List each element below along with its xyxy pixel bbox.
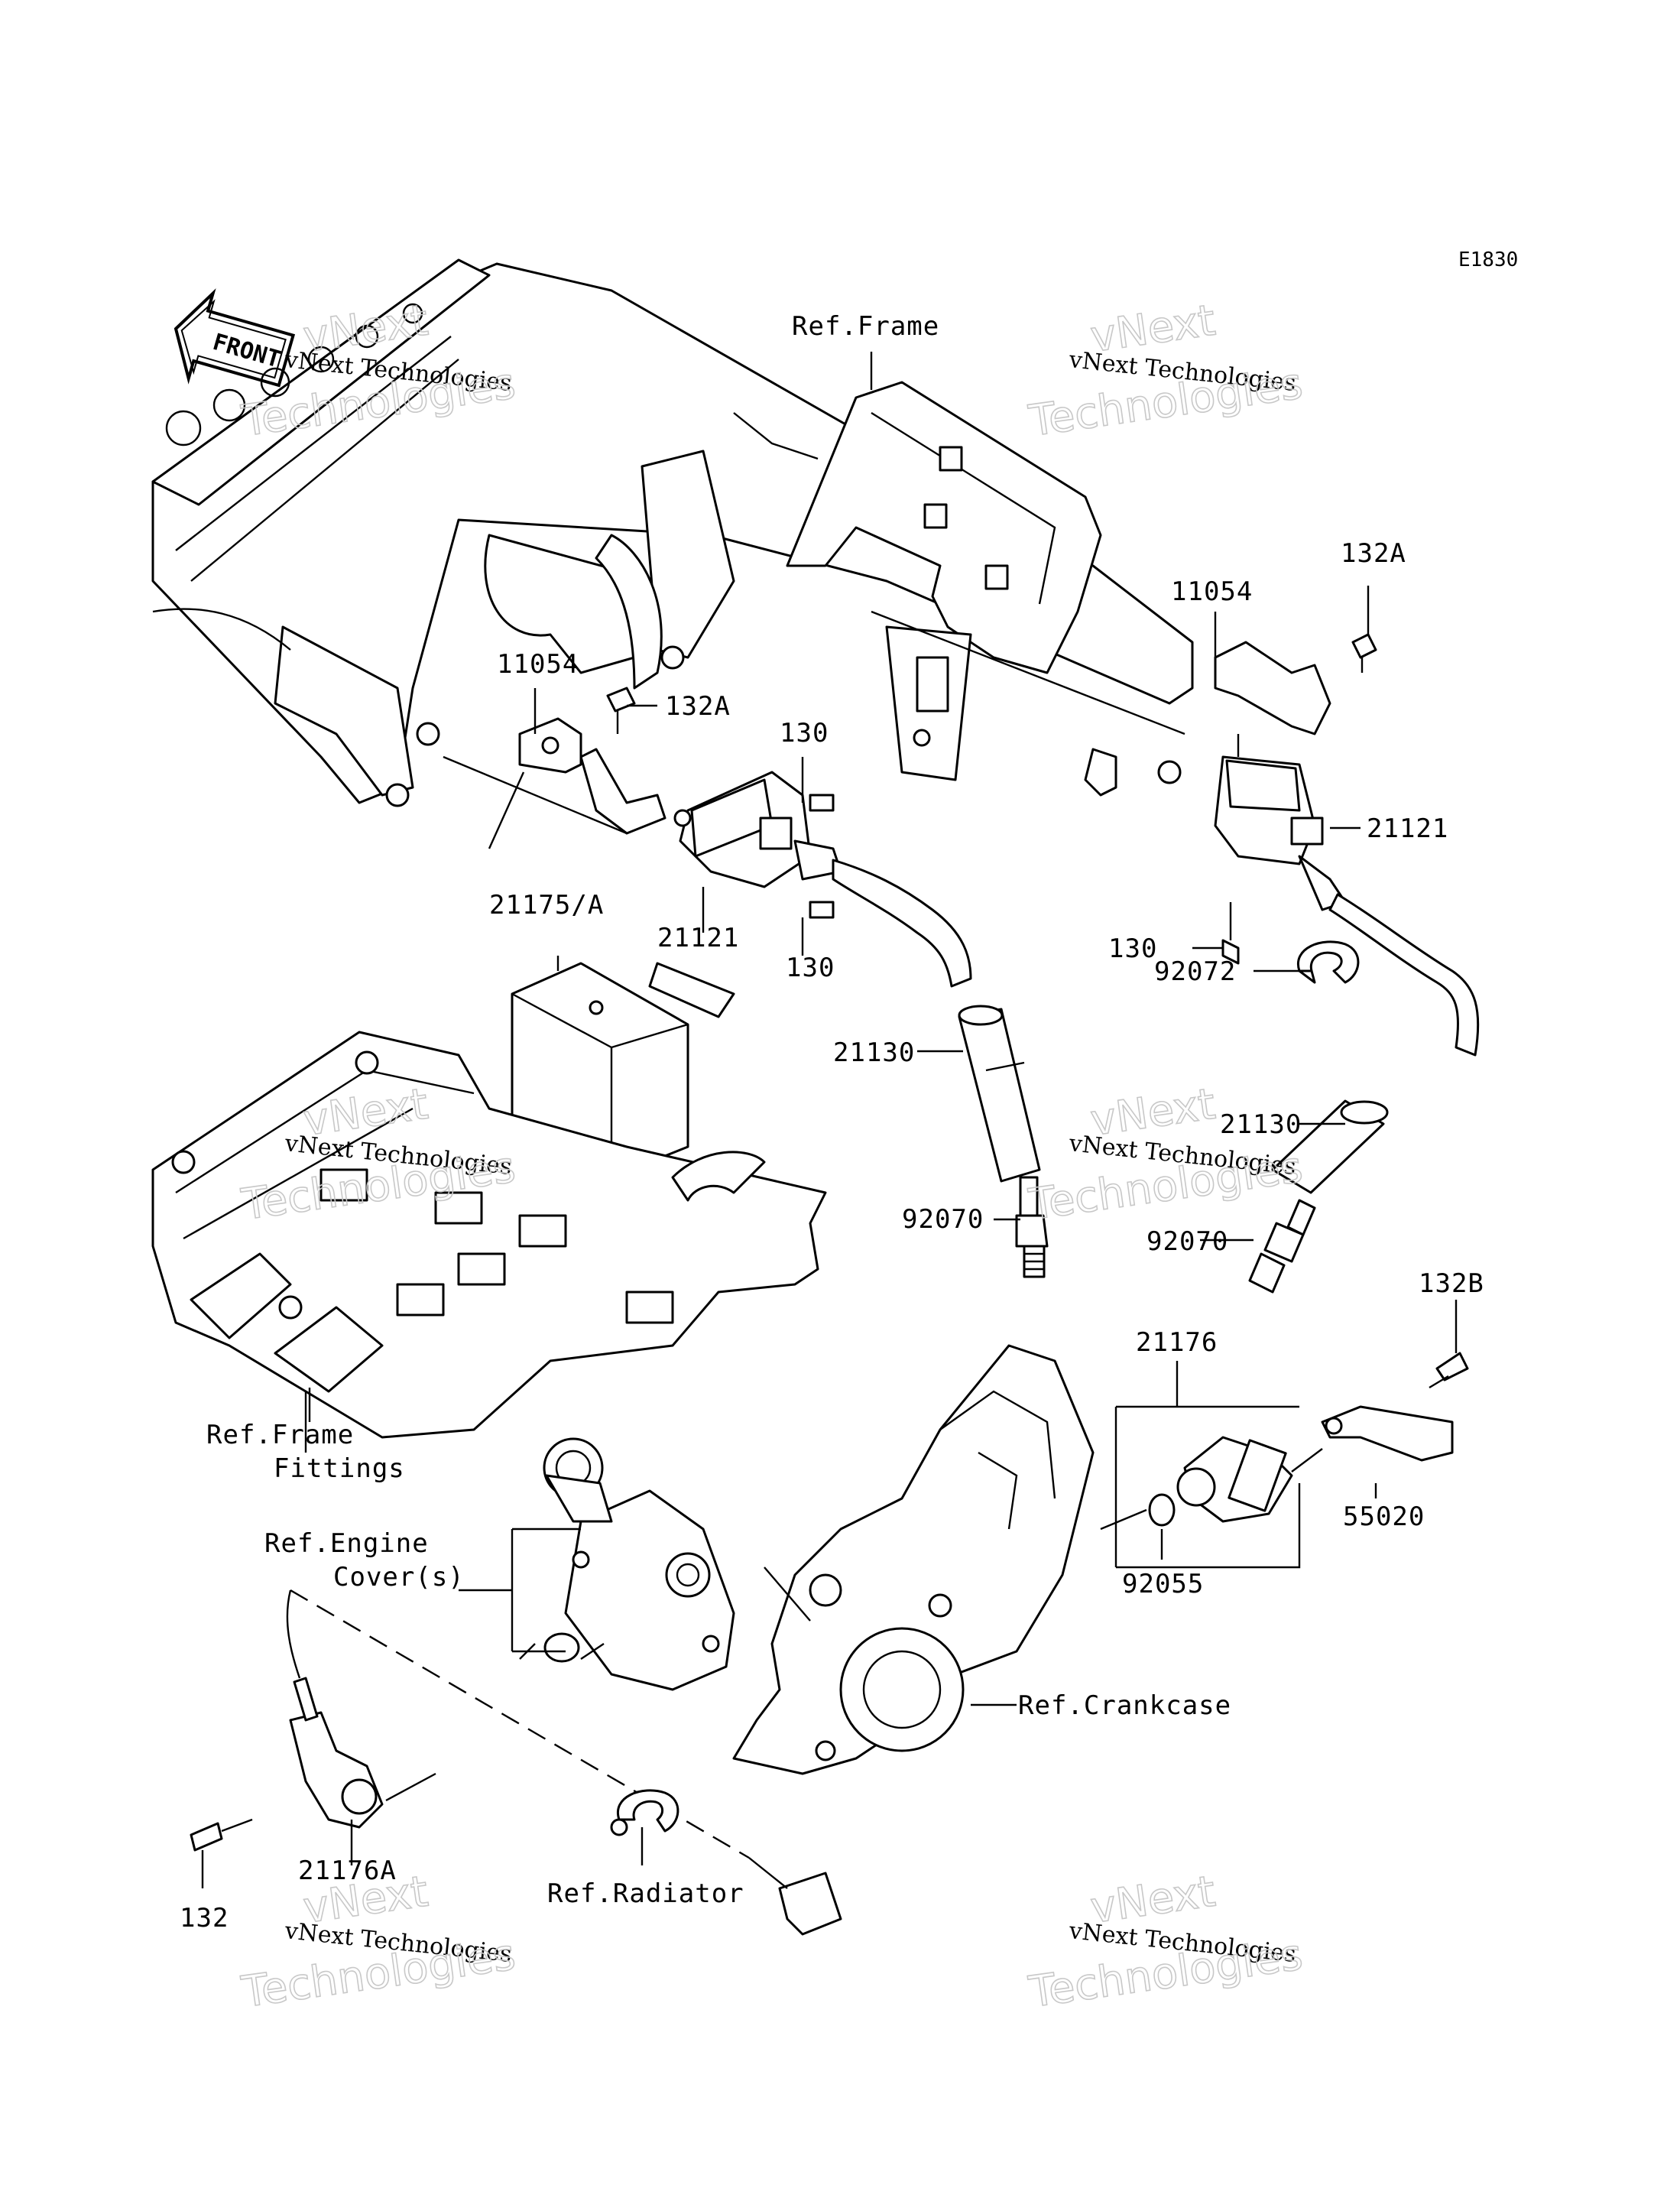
spark-plug-right-illustration bbox=[1248, 1199, 1316, 1294]
plug-cap-right-illustration bbox=[1271, 1099, 1389, 1194]
frame-bracket-illustration bbox=[786, 381, 1185, 797]
diagram-code: E1830 bbox=[1458, 248, 1518, 271]
ref-frame-fittings-label-2: Fittings bbox=[274, 1453, 405, 1484]
clamp-92072-illustration bbox=[1296, 940, 1360, 984]
right-coil-assembly-illustration bbox=[1214, 633, 1480, 1057]
part-92055-label: 92055 bbox=[1122, 1569, 1204, 1599]
ref-crankcase-label: Ref.Crankcase bbox=[1018, 1690, 1231, 1721]
frame-fittings-tray-illustration bbox=[151, 1031, 827, 1453]
watermark-2: vNext Technologies vNext Technologies bbox=[1025, 295, 1306, 447]
svg-text:vNext: vNext bbox=[1088, 296, 1218, 362]
part-21176a-label: 21176A bbox=[298, 1855, 397, 1886]
part-132-label: 132 bbox=[180, 1903, 229, 1933]
part-21121-right-label: 21121 bbox=[1367, 813, 1448, 844]
ref-frame-fittings-label-1: Ref.Frame bbox=[206, 1420, 354, 1450]
watermark-6: vNext Technologies vNext Technologies bbox=[1025, 1866, 1306, 2018]
sensor-21176a-illustration bbox=[190, 1589, 842, 1936]
main-frame-illustration bbox=[151, 258, 1194, 807]
part-130-right-label: 130 bbox=[1108, 933, 1157, 964]
ref-radiator-label: Ref.Radiator bbox=[547, 1878, 744, 1909]
crankcase-illustration bbox=[732, 1344, 1095, 1775]
ref-frame-label: Ref.Frame bbox=[792, 311, 939, 342]
engine-cover-illustration bbox=[519, 1437, 735, 1691]
spark-plug-left-illustration bbox=[1015, 1176, 1049, 1278]
ref-engine-cover-label-2: Cover(s) bbox=[333, 1562, 465, 1592]
part-21175a-label: 21175/A bbox=[489, 890, 604, 920]
part-21121-left-label: 21121 bbox=[657, 923, 739, 953]
part-21130-right-label: 21130 bbox=[1220, 1109, 1302, 1140]
part-21176-label: 21176 bbox=[1136, 1327, 1218, 1358]
watermark-5: vNext Technologies vNext Technologies bbox=[238, 1866, 519, 2018]
part-132b-label: 132B bbox=[1419, 1268, 1484, 1299]
front-direction-arrow-icon: FRONT bbox=[174, 288, 296, 388]
svg-text:vNext: vNext bbox=[1088, 1080, 1218, 1146]
part-132a-left-label: 132A bbox=[665, 691, 731, 722]
svg-text:vNext: vNext bbox=[1088, 1867, 1218, 1933]
sensor-21176-illustration bbox=[1100, 1352, 1469, 1531]
left-coil-bracket-illustration bbox=[443, 687, 666, 849]
ref-engine-cover-label-1: Ref.Engine bbox=[264, 1528, 429, 1559]
part-92072-label: 92072 bbox=[1154, 956, 1236, 987]
part-92070-right-label: 92070 bbox=[1146, 1226, 1228, 1257]
watermark-1: vNext Technologies vNext Technologies bbox=[238, 295, 519, 447]
part-130-upper-label: 130 bbox=[780, 718, 829, 748]
leader-lines bbox=[201, 352, 1458, 1888]
part-130-lower-label: 130 bbox=[786, 953, 835, 983]
part-55020-label: 55020 bbox=[1343, 1502, 1425, 1532]
left-ignition-coil-illustration bbox=[673, 771, 972, 988]
plug-cap-left-illustration bbox=[958, 1005, 1041, 1183]
part-21130-left-label: 21130 bbox=[833, 1037, 915, 1068]
part-132a-right-label: 132A bbox=[1341, 538, 1406, 569]
part-11054-left-label: 11054 bbox=[497, 649, 579, 680]
part-92070-left-label: 92070 bbox=[902, 1204, 984, 1235]
ecu-21175a-illustration bbox=[511, 962, 735, 1292]
watermark-4: vNext Technologies vNext Technologies bbox=[1025, 1079, 1306, 1231]
part-11054-right-label: 11054 bbox=[1171, 576, 1253, 607]
